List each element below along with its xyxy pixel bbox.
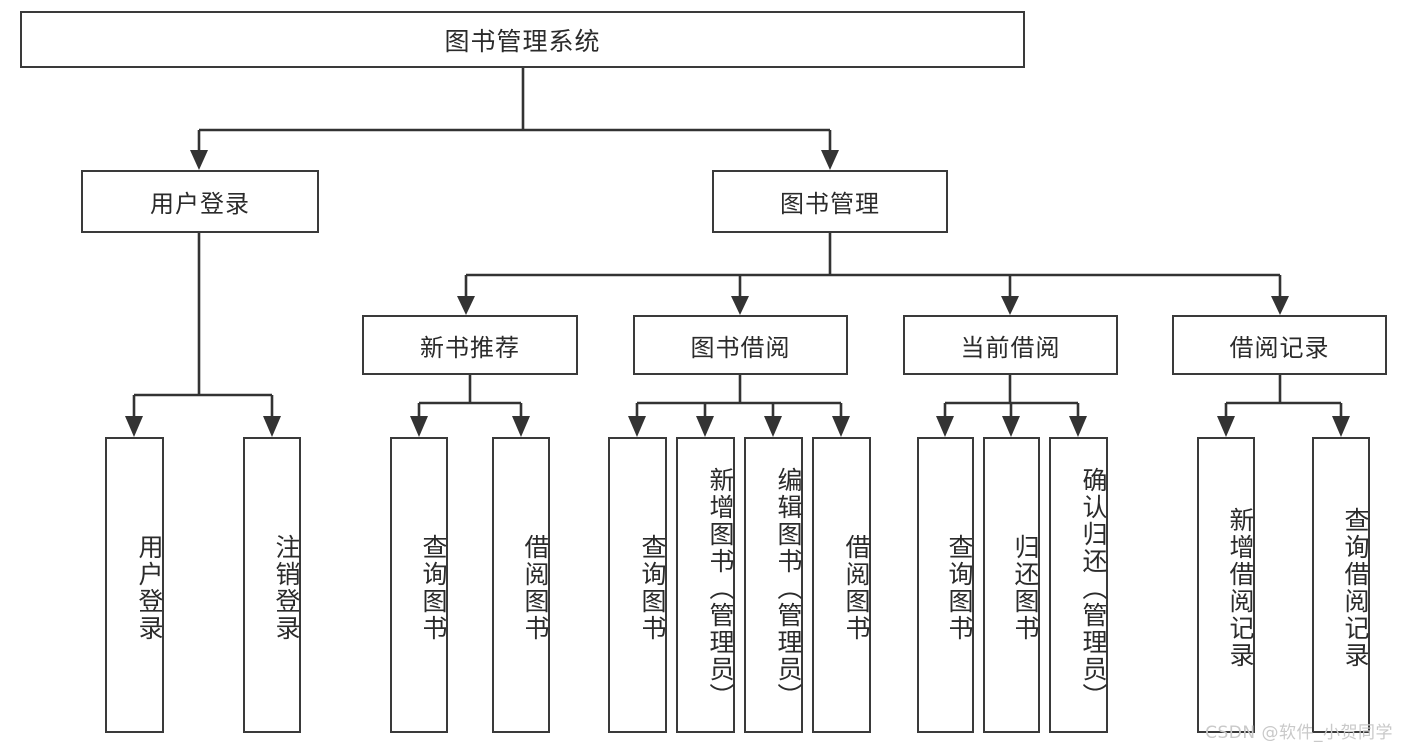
leaf-query-book-3-label: 查询图书 <box>945 534 974 642</box>
node-book-management[interactable]: 图书管理 <box>712 170 948 233</box>
leaf-borrow-book-2[interactable]: 借阅图书 <box>812 437 871 733</box>
csdn-watermark: CSDN @软件_小贺同学 <box>1205 723 1393 743</box>
leaf-return-book[interactable]: 归还图书 <box>983 437 1040 733</box>
leaf-query-record-label: 查询借阅记录 <box>1341 507 1370 669</box>
leaf-query-record[interactable]: 查询借阅记录 <box>1312 437 1370 733</box>
root-node-book-management-system[interactable]: 图书管理系统 <box>20 11 1025 68</box>
leaf-confirm-return[interactable]: 确认归还（管理员） <box>1049 437 1108 733</box>
node-borrow-record[interactable]: 借阅记录 <box>1172 315 1387 375</box>
leaf-query-book-2-label: 查询图书 <box>638 534 667 642</box>
leaf-query-book-1-label: 查询图书 <box>419 534 448 642</box>
node-new-book-recommend-label: 新书推荐 <box>420 333 520 362</box>
node-current-borrow[interactable]: 当前借阅 <box>903 315 1118 375</box>
leaf-edit-book[interactable]: 编辑图书（管理员） <box>744 437 803 733</box>
leaf-user-login[interactable]: 用户登录 <box>105 437 164 733</box>
leaf-add-book-label: 新增图书（管理员） <box>706 466 735 710</box>
node-current-borrow-label: 当前借阅 <box>960 333 1061 362</box>
leaf-borrow-book-1[interactable]: 借阅图书 <box>492 437 550 733</box>
node-borrow-record-label: 借阅记录 <box>1229 333 1330 362</box>
node-user-login-label: 用户登录 <box>150 190 250 218</box>
leaf-borrow-book-1-label: 借阅图书 <box>521 534 550 642</box>
leaf-borrow-book-2-label: 借阅图书 <box>842 534 871 642</box>
leaf-query-book-1[interactable]: 查询图书 <box>390 437 448 733</box>
root-node-label: 图书管理系统 <box>444 26 601 56</box>
leaf-add-record-label: 新增借阅记录 <box>1226 507 1255 669</box>
leaf-user-login-label: 用户登录 <box>135 534 164 642</box>
node-user-login[interactable]: 用户登录 <box>81 170 319 233</box>
leaf-add-record[interactable]: 新增借阅记录 <box>1197 437 1255 733</box>
leaf-query-book-2[interactable]: 查询图书 <box>608 437 667 733</box>
leaf-logout-login-label: 注销登录 <box>272 534 301 642</box>
node-book-management-label: 图书管理 <box>780 190 880 218</box>
node-book-borrow[interactable]: 图书借阅 <box>633 315 848 375</box>
leaf-edit-book-label: 编辑图书（管理员） <box>774 466 803 710</box>
leaf-logout-login[interactable]: 注销登录 <box>243 437 301 733</box>
node-book-borrow-label: 图书借阅 <box>690 333 791 362</box>
leaf-query-book-3[interactable]: 查询图书 <box>917 437 974 733</box>
leaf-confirm-return-label: 确认归还（管理员） <box>1079 466 1108 710</box>
node-new-book-recommend[interactable]: 新书推荐 <box>362 315 578 375</box>
leaf-return-book-label: 归还图书 <box>1011 534 1040 642</box>
leaf-add-book[interactable]: 新增图书（管理员） <box>676 437 735 733</box>
